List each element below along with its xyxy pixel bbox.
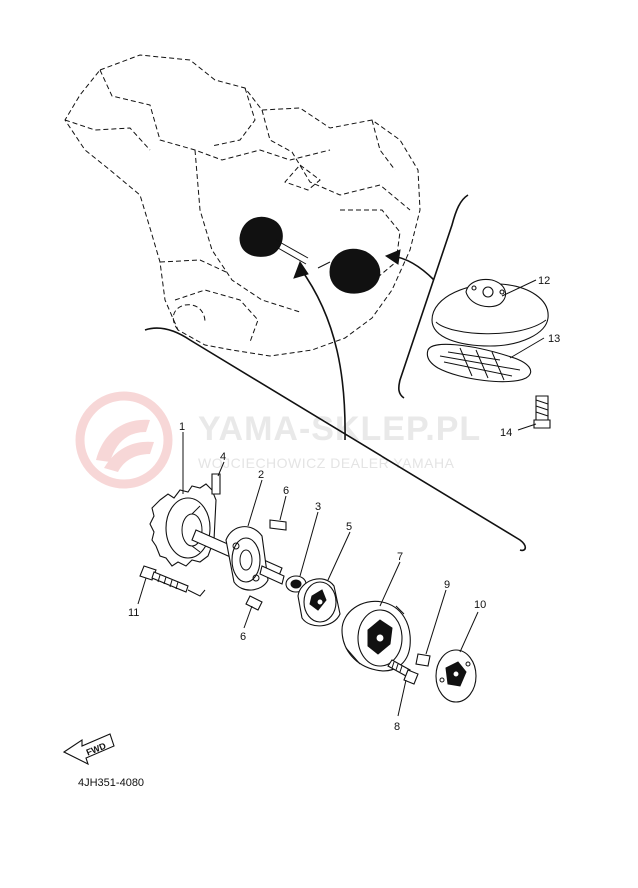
pump-cover — [341, 600, 419, 685]
assembly-arrows — [293, 249, 435, 441]
dividers — [144, 194, 527, 552]
callout-11: 11 — [128, 607, 139, 619]
pump-shaft-housing — [139, 473, 287, 611]
callout-2: 2 — [258, 469, 264, 481]
leader-lines — [137, 279, 545, 717]
engine-outline — [64, 54, 421, 357]
callout-5: 5 — [346, 521, 352, 533]
callout-14: 14 — [500, 427, 512, 439]
callout-numbers: 1 4 2 6 3 5 7 9 10 11 6 8 12 13 14 — [128, 275, 560, 733]
callout-7: 7 — [397, 551, 403, 563]
callout-3: 3 — [315, 501, 321, 513]
dowel-pin — [415, 653, 431, 667]
callout-12: 12 — [538, 275, 550, 287]
watermark: YAMA-SKLEP.PL WOJCIECHOWICZ DEALER YAMAH… — [75, 391, 481, 489]
callout-10: 10 — [474, 599, 486, 611]
watermark-dealer: WOJCIECHOWICZ DEALER YAMAHA — [198, 455, 455, 471]
callout-6-upper: 6 — [283, 485, 289, 497]
inner-rotor — [297, 578, 341, 627]
callout-1: 1 — [179, 421, 185, 433]
callout-9: 9 — [444, 579, 450, 591]
diagram-code: 4JH351-4080 — [78, 777, 144, 789]
watermark-brand: YAMA-SKLEP.PL — [198, 410, 481, 448]
fwd-arrow: FWD — [62, 733, 115, 766]
oil-pump-gear — [149, 483, 217, 567]
oil-strainer-assembly — [426, 278, 551, 429]
callout-4: 4 — [220, 451, 226, 463]
callout-8: 8 — [394, 721, 400, 733]
callout-6-lower: 6 — [240, 631, 246, 643]
pump-plate — [435, 649, 477, 703]
callout-13: 13 — [548, 333, 560, 345]
watermark-logo — [75, 391, 173, 489]
